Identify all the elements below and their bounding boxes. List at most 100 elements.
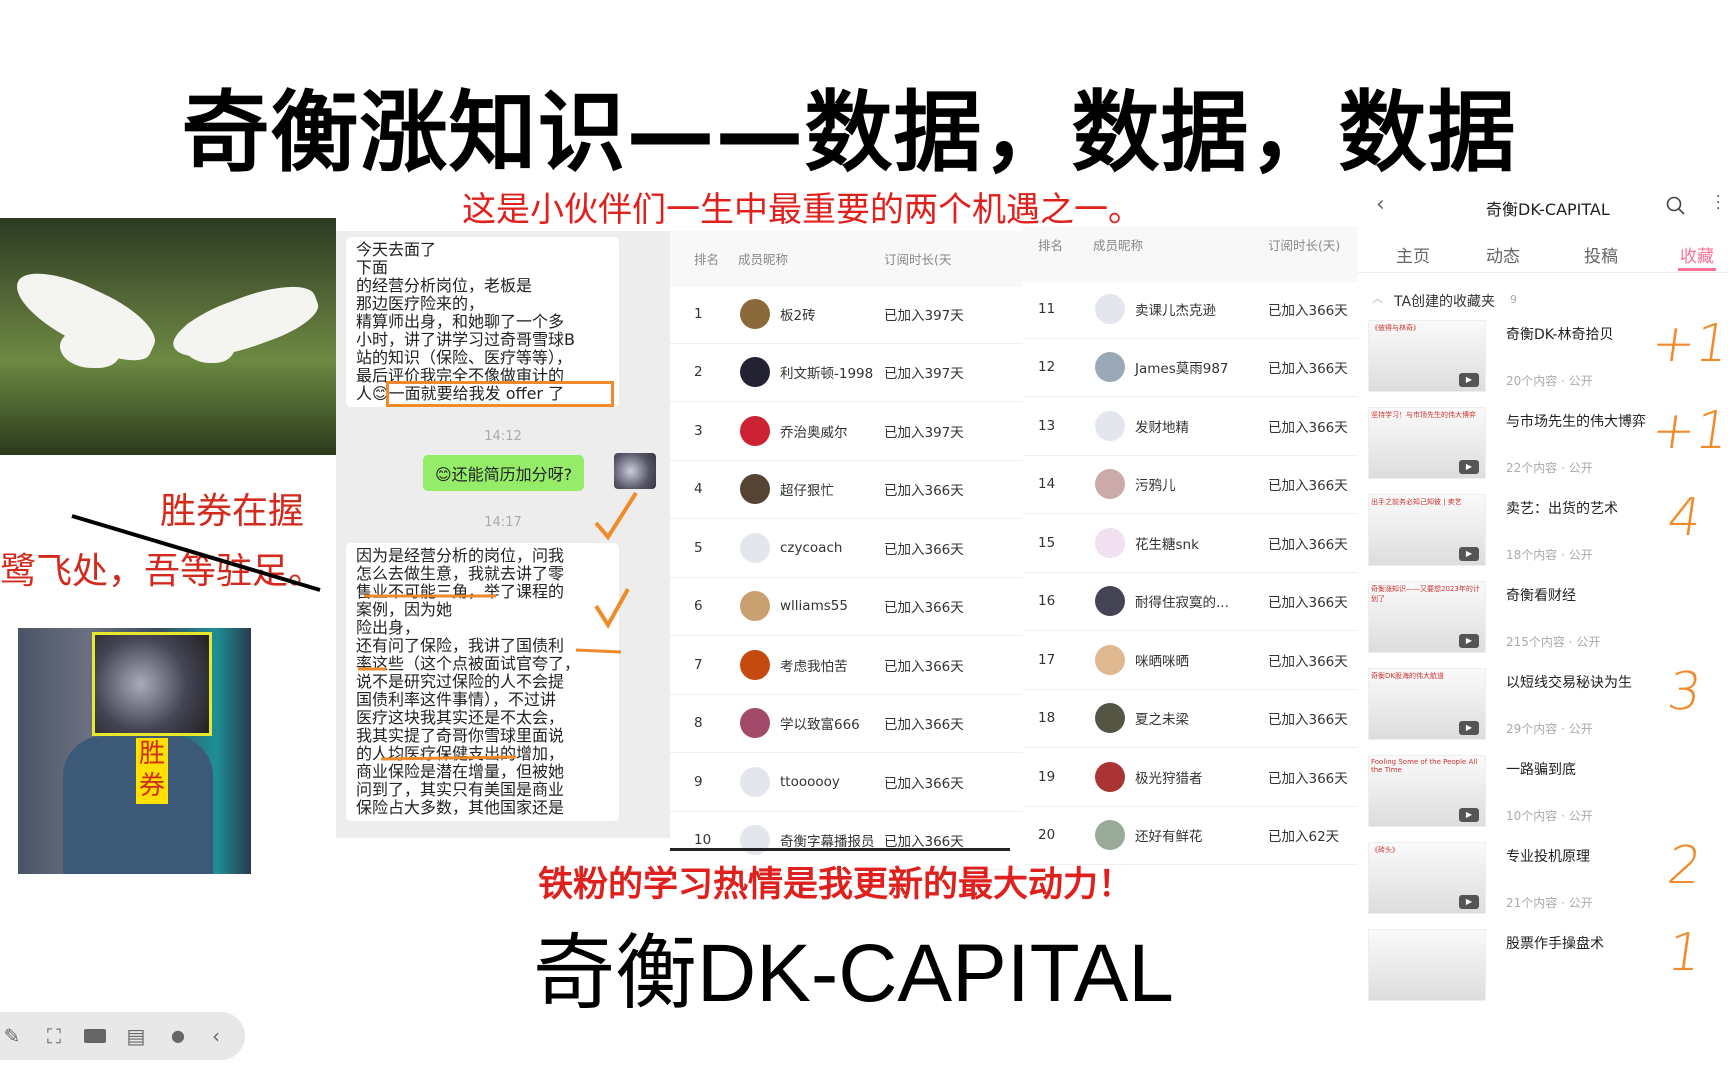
video-icon: ▶ [1459,808,1479,822]
member-name: 利文斯顿-1998 [780,366,874,383]
tab-2[interactable]: 投稿 [1584,247,1618,267]
thumbnail-text: 坚持学习！与市场先生的伟大博弈 [1371,411,1476,419]
egret-photo [0,218,336,455]
chat-line: 最后评价我完全不像做审计的 [356,366,565,385]
column-header[interactable]: 排名 [1038,238,1064,253]
camera-icon[interactable] [80,1024,110,1048]
member-name: 板2砖 [780,307,816,324]
rank: 4 [694,481,703,498]
chat-line: 那边医疗险来的， [356,294,485,313]
subscription-days: 已加入366天 [1268,302,1348,319]
chat-line: 问到了，其实只有美国是商业 [356,780,565,799]
chat-line: 精算师出身，和她聊了一个多 [356,312,565,331]
chat-line: 站的知识（保险、医疗等等）， [356,348,573,367]
brand-name: 奇衡DK-CAPITAL [533,928,1174,1019]
video-icon: ▶ [1459,895,1479,909]
collection-meta: 29个内容 · 公开 [1506,722,1593,736]
subscription-days: 已加入366天 [1268,712,1348,729]
tab-3[interactable]: 收藏 [1680,247,1714,267]
avatar [740,649,770,680]
avatar [1095,703,1125,734]
chat-line: 险出身， [356,618,421,637]
rank: 3 [694,422,703,439]
handwritten-mark: +1 [1647,401,1728,461]
avatar [740,474,770,505]
section-title: TA创建的收藏夹 [1394,294,1496,310]
subscription-days: 已加入366天 [884,717,964,734]
table-header: 排名 成员昵称 订阅时长(天) [1023,226,1358,282]
avatar [740,766,770,797]
section-count: 9 [1510,293,1517,306]
chat-line: 的经营分析岗位，老板是 [356,276,533,295]
column-header[interactable]: 成员昵称 [738,252,789,267]
subscription-days: 已加入366天 [1268,536,1348,553]
table-header: 排名 成员昵称 订阅时长(天 [670,231,1023,287]
avatar [614,453,656,489]
chat-line: 商业保险是潜在增量，但被她 [356,762,565,781]
more-icon[interactable]: ··· [1716,189,1721,217]
thumbnail-text: 《砖头》 [1371,846,1399,854]
profile-title: 奇衡DK-CAPITAL [1486,200,1610,219]
egret [180,318,235,363]
handwritten-mark: 3 [1663,662,1706,722]
rank: 11 [1038,300,1056,317]
active-tab-indicator [1678,268,1716,271]
back-icon[interactable]: ‹ [1376,192,1385,217]
comment-icon[interactable]: ▤ [126,1024,146,1048]
subscription-days: 已加入397天 [884,424,964,441]
rank: 9 [694,773,703,790]
chat-line: 小时，讲了讲学习过奇哥雪球B [356,330,575,349]
subscription-days: 已加入366天 [1268,770,1348,787]
column-header[interactable]: 排名 [694,252,720,267]
column-header[interactable]: 订阅时长(天) [1268,238,1341,253]
member-name: 还好有鲜花 [1135,829,1203,846]
collection-title: 以短线交易秘诀为生 [1506,675,1632,691]
member-name: 奇衡字幕播报员 [780,834,875,851]
tab-0[interactable]: 主页 [1396,247,1430,267]
collapse-icon[interactable]: ︿ [1372,292,1383,305]
search-icon[interactable] [1666,196,1686,216]
rank: 16 [1038,593,1056,610]
thumbnail-text: 奇衡DK股海的伟大航道 [1371,672,1444,680]
member-name: 污鸦儿 [1135,478,1176,495]
screenshot-icon[interactable]: ⛶ [47,1024,61,1048]
rank: 15 [1038,534,1056,551]
more-icon[interactable]: ● [171,1026,185,1045]
column-header[interactable]: 订阅时长(天 [884,252,952,267]
bubble-frame [92,632,212,736]
pen-icon[interactable]: ✎ [3,1024,21,1048]
rank: 18 [1038,710,1056,727]
collection-item[interactable]: Fooling Some of the People All the Time▶… [1368,755,1728,842]
presentation-toolbar: ✎ ⛶ ▤ ● ‹ [0,1012,245,1060]
tab-1[interactable]: 动态 [1486,247,1520,267]
collapse-icon[interactable]: ‹ [212,1024,220,1048]
column-header[interactable]: 成员昵称 [1093,238,1144,253]
